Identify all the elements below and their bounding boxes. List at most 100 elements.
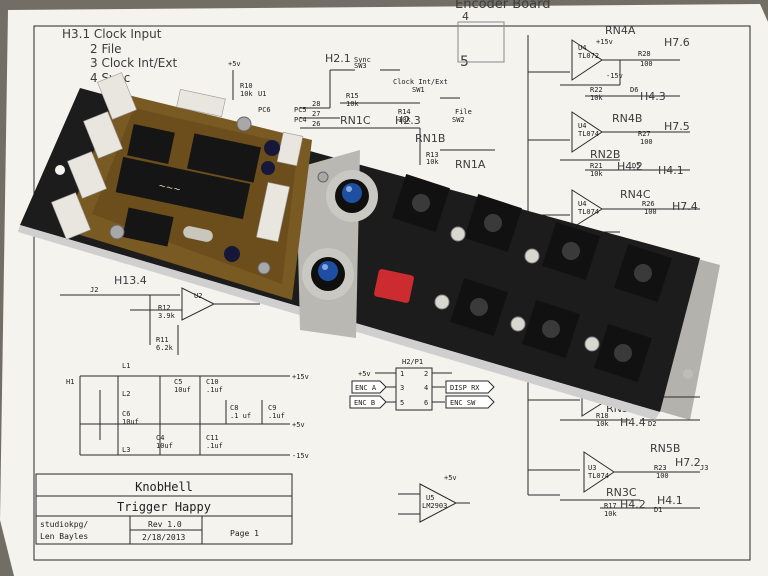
- svg-text:LM2903: LM2903: [422, 502, 447, 510]
- svg-text:R12: R12: [158, 304, 171, 312]
- rotary-encoder-bottom[interactable]: [302, 248, 354, 300]
- svg-text:C4: C4: [156, 434, 164, 442]
- handwritten-notes: Encoder Board 4 5 H3.1 Clock Input 2 Fil…: [62, 0, 701, 511]
- svg-text:RN1A: RN1A: [455, 158, 486, 171]
- svg-text:100: 100: [640, 60, 653, 68]
- status-leds: [434, 226, 600, 352]
- page-number: Page 1: [230, 529, 259, 538]
- svg-text:27: 27: [312, 110, 320, 118]
- svg-text:R27: R27: [638, 130, 651, 138]
- svg-text:H4.4: H4.4: [620, 416, 646, 429]
- svg-text:RN2B: RN2B: [590, 148, 620, 161]
- svg-text:D1: D1: [654, 506, 662, 514]
- svg-text:D5: D5: [632, 162, 640, 170]
- sketch-box: [457, 21, 505, 63]
- svg-text:H4.2: H4.2: [620, 498, 646, 511]
- project-name: KnobHell: [135, 480, 193, 494]
- svg-text:26: 26: [312, 120, 320, 128]
- svg-text:R18: R18: [596, 412, 609, 420]
- svg-text:RN4B: RN4B: [612, 112, 642, 125]
- h3-clock-input: H3.1 Clock Input: [62, 27, 162, 41]
- svg-text:TL074: TL074: [578, 208, 599, 216]
- panel-mount-hole-2: [683, 369, 693, 379]
- svg-text:SW1: SW1: [412, 86, 425, 94]
- svg-text:C10: C10: [206, 378, 219, 386]
- svg-text:H7.5: H7.5: [664, 120, 690, 133]
- svg-text:RN1B: RN1B: [415, 132, 445, 145]
- svg-text:R28: R28: [638, 50, 651, 58]
- svg-text:H2/P1: H2/P1: [402, 358, 423, 366]
- svg-text:4: 4: [424, 384, 428, 392]
- svg-text:4: 4: [462, 10, 469, 23]
- svg-text:U1: U1: [258, 90, 266, 98]
- svg-text:R22: R22: [590, 86, 603, 94]
- svg-text:H4.1: H4.1: [658, 164, 684, 177]
- svg-text:R23: R23: [654, 464, 667, 472]
- svg-text:RN4C: RN4C: [620, 188, 651, 201]
- svg-text:100: 100: [640, 138, 653, 146]
- svg-text:File: File: [455, 108, 472, 116]
- led-display: [374, 269, 414, 303]
- svg-text:28: 28: [312, 100, 320, 108]
- h3-clock-int-ext: 3 Clock Int/Ext: [90, 56, 177, 70]
- svg-text:R13: R13: [426, 151, 439, 159]
- svg-text:U5: U5: [426, 494, 434, 502]
- svg-text:H2.1: H2.1: [325, 52, 351, 65]
- svg-text:5: 5: [400, 399, 404, 407]
- svg-text:ENC SW: ENC SW: [450, 399, 476, 407]
- svg-text:10k: 10k: [590, 170, 603, 178]
- svg-text:.1uf: .1uf: [268, 412, 285, 420]
- schematic-wiring: [33, 25, 751, 561]
- author-line-2: Len Bayles: [40, 532, 88, 541]
- svg-text:L1: L1: [122, 362, 130, 370]
- svg-text:100: 100: [656, 472, 669, 480]
- svg-text:+5v: +5v: [292, 421, 305, 429]
- title-block: KnobHell Trigger Happy studiokpg/ Len Ba…: [40, 480, 259, 542]
- svg-text:PC5: PC5: [294, 106, 307, 114]
- rotary-encoder-top[interactable]: [326, 170, 378, 222]
- ic-microcontroller: [115, 156, 251, 220]
- svg-text:RN5B: RN5B: [650, 442, 680, 455]
- svg-text:U3: U3: [588, 464, 596, 472]
- svg-text:J2: J2: [90, 286, 98, 294]
- ic-small-1: [127, 123, 175, 165]
- svg-text:L2: L2: [122, 390, 130, 398]
- svg-text:+5v: +5v: [358, 370, 371, 378]
- svg-text:L3: L3: [122, 446, 130, 454]
- svg-text:D2: D2: [648, 420, 656, 428]
- svg-text:ENC A: ENC A: [355, 384, 377, 392]
- svg-text:1: 1: [400, 370, 404, 378]
- svg-text:H4.3: H4.3: [640, 90, 666, 103]
- svg-text:10uf: 10uf: [122, 418, 139, 426]
- svg-text:+5v: +5v: [444, 474, 457, 482]
- svg-text:R15: R15: [346, 92, 359, 100]
- svg-text:10k: 10k: [426, 158, 439, 166]
- mount-screws: [109, 116, 329, 275]
- svg-text:Clock Int/Ext: Clock Int/Ext: [393, 78, 448, 86]
- svg-text:Sync: Sync: [354, 56, 371, 64]
- svg-text:U4: U4: [578, 122, 586, 130]
- svg-text:H7.2: H7.2: [675, 456, 701, 469]
- svg-text:2: 2: [424, 370, 428, 378]
- svg-text:10k: 10k: [604, 510, 617, 518]
- svg-text:10k: 10k: [590, 94, 603, 102]
- ic-small-2: [122, 207, 174, 247]
- svg-text:-15v: -15v: [292, 452, 309, 460]
- svg-text:C8: C8: [230, 404, 238, 412]
- svg-text:PC4: PC4: [294, 116, 307, 124]
- svg-text:H2.3: H2.3: [395, 114, 421, 127]
- svg-text:RN4A: RN4A: [605, 24, 636, 37]
- svg-text:PC6: PC6: [258, 106, 271, 114]
- schematic-labels: +5v R10 10k U1 Sync SW3 Clock Int/Ext SW…: [66, 38, 708, 518]
- svg-text:.1 uf: .1 uf: [230, 412, 251, 420]
- svg-text:100: 100: [644, 208, 657, 216]
- svg-text:DISP RX: DISP RX: [450, 384, 480, 392]
- svg-text:6: 6: [424, 399, 428, 407]
- svg-text:10uf: 10uf: [174, 386, 191, 394]
- svg-text:6.2k: 6.2k: [156, 344, 174, 352]
- board-name: Trigger Happy: [117, 500, 211, 514]
- panel-mount-hole: [55, 165, 65, 175]
- svg-text:D6: D6: [630, 86, 638, 94]
- svg-text:U2: U2: [194, 292, 202, 300]
- electrolytic-capacitors: [224, 140, 280, 262]
